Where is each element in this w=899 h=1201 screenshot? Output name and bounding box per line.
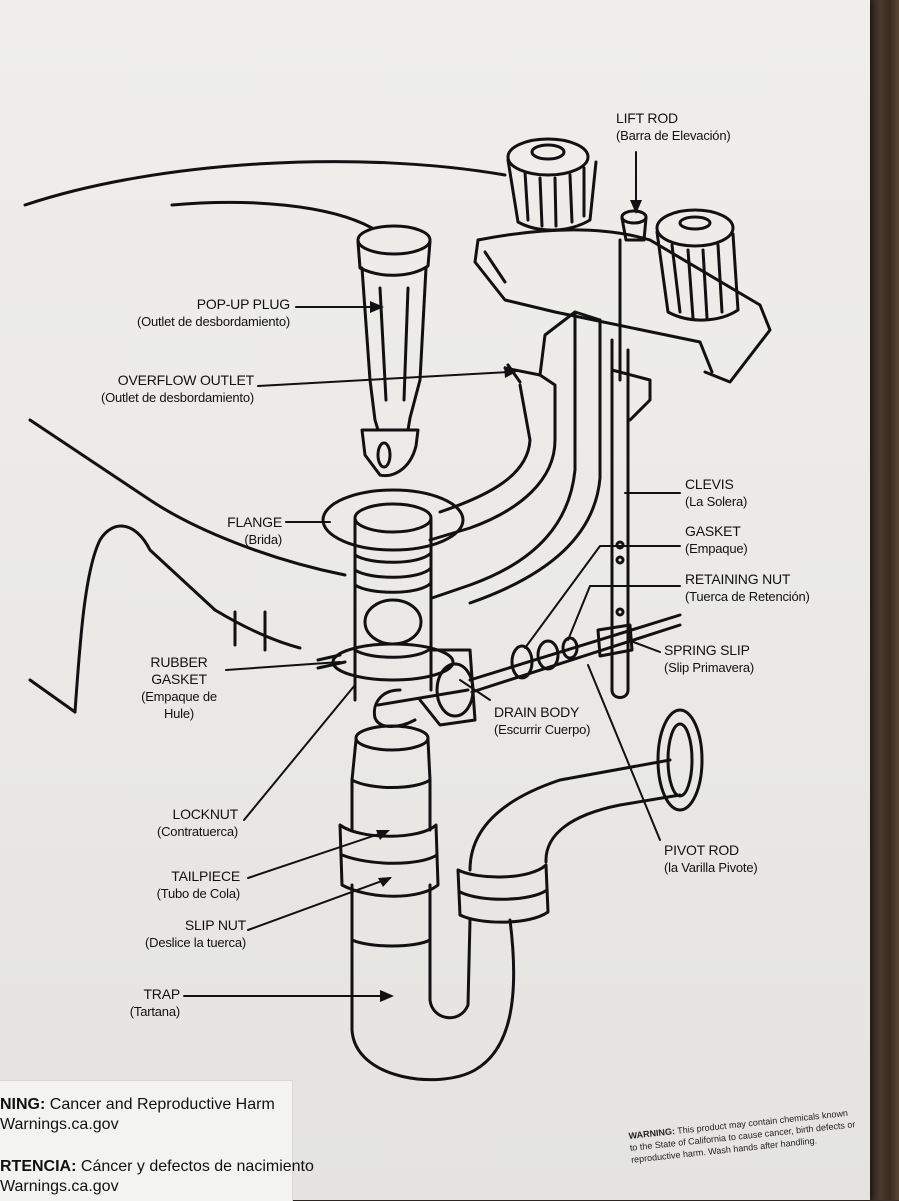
label-overflow-outlet-en: OVERFLOW OUTLET [117, 372, 254, 388]
warning-english: NING: Cancer and Reproductive Harm Warni… [0, 1095, 275, 1135]
warning-es-text: Cáncer y defectos de nacimiento [76, 1158, 314, 1175]
label-tailpiece: TAILPIECE (Tubo de Cola) [130, 868, 241, 902]
label-trap-es: (Tartana) [129, 1004, 180, 1019]
leader-lines [183, 151, 681, 997]
label-lift-rod: LIFT ROD (Barra de Elevación) [616, 110, 731, 144]
label-pop-up-plug-en: POP-UP PLUG [196, 296, 290, 312]
label-pop-up-plug: POP-UP PLUG (Outlet de desbordamiento) [100, 296, 290, 330]
label-tailpiece-es: (Tubo de Cola) [156, 886, 241, 901]
label-pivot-rod-es: (la Varilla Pivote) [664, 860, 758, 875]
label-slip-nut: SLIP NUT (Deslice la tuerca) [110, 917, 246, 951]
overflow-pipe [428, 310, 602, 605]
label-rubber-gasket-en1: RUBBER [150, 654, 208, 670]
plumbing-diagram [23, 137, 772, 1082]
label-clevis: CLEVIS (La Solera) [685, 476, 747, 510]
sink-basin [23, 160, 507, 714]
label-locknut-en: LOCKNUT [172, 806, 239, 822]
warning-en-bold: NING: [0, 1096, 46, 1113]
label-flange: FLANGE (Brida) [200, 514, 282, 548]
manual-page [0, 0, 870, 1200]
label-flange-en: FLANGE [227, 514, 282, 530]
label-clevis-en: CLEVIS [685, 476, 734, 492]
warning-spanish: RTENCIA: Cáncer y defectos de nacimiento… [0, 1157, 314, 1197]
label-pivot-rod-en: PIVOT ROD [664, 842, 739, 858]
tailpiece-trap [338, 708, 704, 1082]
label-rubber-gasket-es1: (Empaque de [141, 689, 217, 704]
label-slip-nut-es: (Deslice la tuerca) [145, 935, 246, 950]
label-flange-es: (Brida) [244, 532, 282, 547]
label-tailpiece-en: TAILPIECE [171, 868, 240, 884]
label-gasket-en: GASKET [685, 523, 741, 539]
label-rubber-gasket-en2: GASKET [151, 671, 207, 687]
label-clevis-es: (La Solera) [685, 494, 748, 509]
label-overflow-outlet: OVERFLOW OUTLET (Outlet de desbordamient… [60, 372, 254, 406]
warning-es-url: Warnings.ca.gov [0, 1178, 119, 1195]
label-slip-nut-en: SLIP NUT [184, 917, 246, 933]
label-spring-slip-en: SPRING SLIP [664, 642, 750, 658]
prop65-warning-box: NING: Cancer and Reproductive Harm Warni… [0, 1080, 314, 1201]
label-locknut-es: (Contratuerca) [156, 824, 238, 839]
label-drain-body-en: DRAIN BODY [494, 704, 580, 720]
label-trap-en: TRAP [143, 986, 180, 1002]
label-spring-slip-es: (Slip Primavera) [664, 660, 754, 675]
label-spring-slip: SPRING SLIP (Slip Primavera) [664, 642, 754, 676]
drain-assembly [316, 488, 477, 728]
faucet [473, 137, 772, 384]
pop-up-plug [356, 224, 432, 478]
label-drain-body-es: (Escurrir Cuerpo) [494, 722, 591, 737]
label-retaining-nut-es: (Tuerca de Retención) [685, 589, 810, 604]
label-rubber-gasket-es2: Hule) [163, 706, 195, 721]
label-gasket: GASKET (Empaque) [685, 523, 748, 557]
label-retaining-nut: RETAINING NUT (Tuerca de Retención) [685, 571, 810, 605]
label-lift-rod-es: (Barra de Elevación) [616, 128, 731, 143]
label-trap: TRAP (Tartana) [100, 986, 180, 1020]
warning-es-bold: RTENCIA: [0, 1158, 77, 1175]
label-pivot-rod: PIVOT ROD (la Varilla Pivote) [664, 842, 758, 876]
label-rubber-gasket: RUBBER GASKET (Empaque de Hule) [134, 654, 224, 722]
warning-en-url: Warnings.ca.gov [0, 1116, 119, 1133]
label-drain-body: DRAIN BODY (Escurrir Cuerpo) [494, 704, 590, 738]
label-gasket-es: (Empaque) [685, 541, 748, 556]
label-pop-up-plug-es: (Outlet de desbordamiento) [136, 314, 290, 329]
warning-en-text: Cancer and Reproductive Harm [45, 1096, 275, 1113]
leader-arrowheads [370, 200, 642, 1002]
label-locknut: LOCKNUT (Contratuerca) [130, 806, 238, 840]
label-retaining-nut-en: RETAINING NUT [685, 571, 791, 587]
background-wood-edge [868, 0, 899, 1200]
label-lift-rod-en: LIFT ROD [616, 110, 678, 126]
label-overflow-outlet-es: (Outlet de desbordamiento) [100, 390, 254, 405]
